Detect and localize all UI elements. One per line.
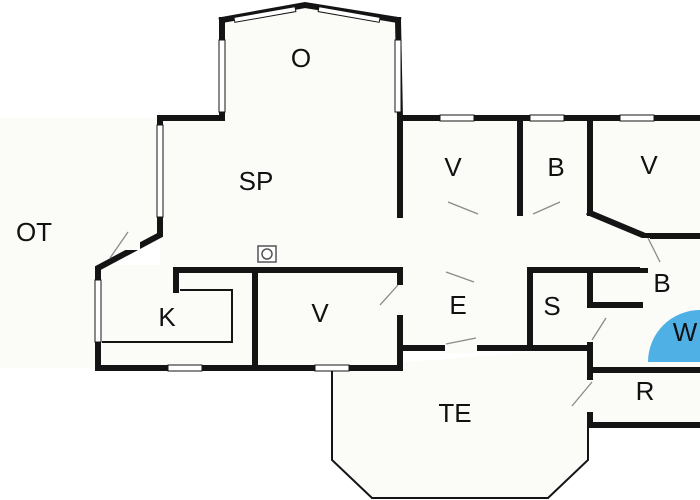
window-b1-top bbox=[529, 114, 565, 122]
door-swings bbox=[109, 201, 661, 407]
opening-b2 bbox=[640, 238, 650, 268]
opening-b1 bbox=[532, 208, 562, 218]
window-v2-top bbox=[619, 114, 655, 122]
window-k-left bbox=[94, 279, 102, 343]
label-room-b1: B bbox=[547, 152, 564, 182]
door-e-top bbox=[445, 271, 475, 283]
door-s bbox=[591, 317, 607, 341]
room-v3-floor bbox=[255, 270, 400, 365]
room-sp-floor bbox=[160, 118, 700, 270]
opening-v1 bbox=[440, 210, 480, 220]
label-room-v1: V bbox=[444, 152, 462, 182]
label-room-e: E bbox=[449, 290, 466, 320]
label-room-s: S bbox=[543, 291, 560, 321]
door-b2 bbox=[647, 237, 661, 263]
label-room-v3: V bbox=[311, 298, 329, 328]
kitchen-counter bbox=[102, 289, 233, 343]
label-room-sp: SP bbox=[239, 166, 274, 196]
opening-sp-terrace bbox=[100, 240, 140, 250]
room-e-floor bbox=[400, 270, 530, 348]
room-ot-floor bbox=[0, 118, 160, 368]
opening-s bbox=[585, 310, 595, 342]
label-room-w: W bbox=[673, 317, 698, 347]
terrace-outline bbox=[331, 370, 589, 499]
whirlpool-shape bbox=[648, 310, 700, 362]
opening-e-bottom bbox=[445, 343, 477, 353]
opening-te bbox=[585, 380, 595, 412]
wall-k-top bbox=[173, 267, 403, 293]
window-v3-bottom bbox=[314, 364, 350, 372]
stove-icon bbox=[257, 245, 277, 263]
door-sp-terrace bbox=[109, 231, 129, 259]
label-room-te: TE bbox=[438, 398, 471, 428]
room-labels: O SP OT V B V K V E S B W R TE bbox=[16, 43, 698, 428]
label-room-v2: V bbox=[640, 150, 658, 180]
window-o-right bbox=[394, 39, 402, 113]
opening-e-top bbox=[440, 265, 475, 275]
door-e-bottom bbox=[445, 337, 477, 345]
door-te bbox=[571, 381, 593, 407]
door-v1 bbox=[447, 201, 479, 215]
door-b1 bbox=[532, 201, 561, 215]
room-o-floor bbox=[222, 5, 400, 118]
label-room-o: O bbox=[291, 43, 311, 73]
window-o-top-right bbox=[317, 6, 381, 23]
floor-areas bbox=[0, 5, 700, 498]
wall-v2-bottom bbox=[586, 209, 649, 240]
label-room-r: R bbox=[636, 376, 655, 406]
door-v3 bbox=[379, 284, 399, 306]
wall-o-left bbox=[157, 17, 225, 121]
windows bbox=[94, 6, 655, 372]
window-sp-left bbox=[156, 124, 164, 218]
label-room-k: K bbox=[158, 302, 176, 332]
window-k-bottom bbox=[167, 364, 203, 372]
room-te-floor bbox=[332, 348, 588, 498]
window-o-top-left bbox=[233, 6, 297, 23]
label-room-b2: B bbox=[653, 268, 670, 298]
window-o-left bbox=[218, 39, 226, 113]
wall-o-right bbox=[394, 16, 700, 121]
door-openings bbox=[100, 208, 650, 412]
fixtures bbox=[102, 289, 589, 499]
opening-v3 bbox=[395, 285, 405, 315]
label-room-ot: OT bbox=[16, 217, 52, 247]
window-v1-top bbox=[439, 114, 475, 122]
